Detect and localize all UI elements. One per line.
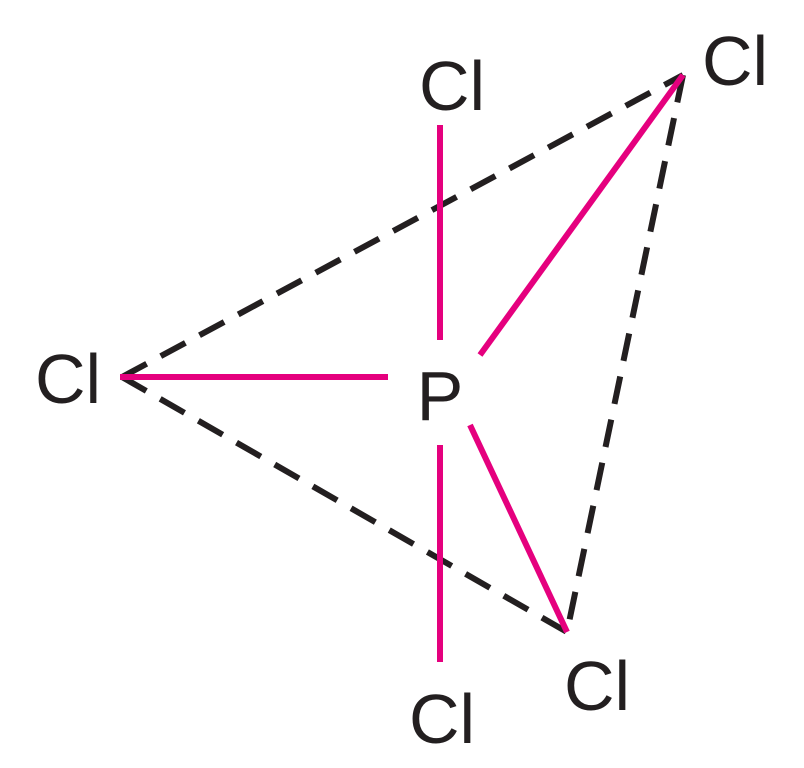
atom-phosphorus: P <box>417 357 464 435</box>
atom-cl-equatorial-topright: Cl <box>702 22 768 100</box>
atom-cl-equatorial-left: Cl <box>35 340 101 418</box>
atom-cl-axial-top: Cl <box>419 47 485 125</box>
atom-cl-equatorial-bottomright: Cl <box>564 647 630 725</box>
dashed-edge-left-bottomright <box>120 374 569 635</box>
bond-equatorial-bottomright <box>467 423 570 634</box>
bond-equatorial-topright <box>477 73 686 357</box>
dashed-edge-left-topright <box>120 72 685 380</box>
atom-cl-axial-bottom: Cl <box>409 680 475 758</box>
dashed-edge-topright-bottomright <box>564 74 686 633</box>
